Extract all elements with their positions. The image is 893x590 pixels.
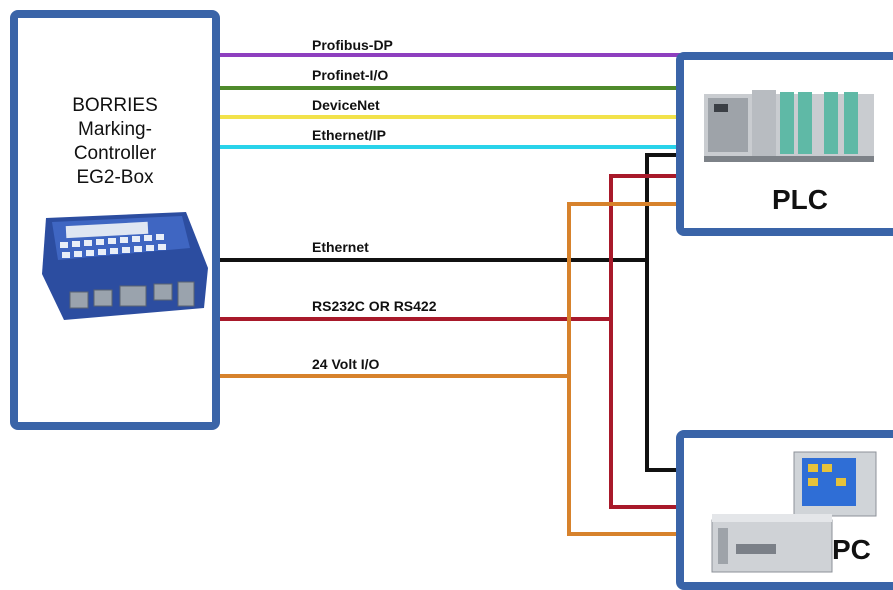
label-ethernet: Ethernet — [312, 239, 369, 255]
wiring-diagram: Profibus-DP Profinet-I/O DeviceNet Ether… — [218, 37, 680, 536]
controller-device-image — [42, 212, 208, 320]
label-profinet: Profinet-I/O — [312, 67, 388, 83]
controller-box: BORRIES Marking- Controller EG2-Box — [10, 10, 220, 430]
io24-bus — [567, 202, 680, 536]
label-devicenet: DeviceNet — [312, 97, 380, 113]
plc-box: PLC — [676, 52, 893, 236]
ethernet-bus — [645, 153, 680, 472]
pc-device-image — [711, 451, 877, 573]
pc-box: PC — [676, 430, 893, 590]
label-ethernetip: Ethernet/IP — [312, 127, 386, 143]
controller-title: BORRIES Marking- Controller EG2-Box — [72, 95, 158, 188]
pc-label: PC — [832, 534, 871, 565]
label-profibus: Profibus-DP — [312, 37, 393, 53]
rs232-bus — [609, 174, 680, 509]
label-24v: 24 Volt I/O — [312, 356, 380, 372]
plc-label: PLC — [772, 184, 828, 215]
label-rs232: RS232C OR RS422 — [312, 298, 437, 314]
plc-device-image — [704, 90, 874, 162]
